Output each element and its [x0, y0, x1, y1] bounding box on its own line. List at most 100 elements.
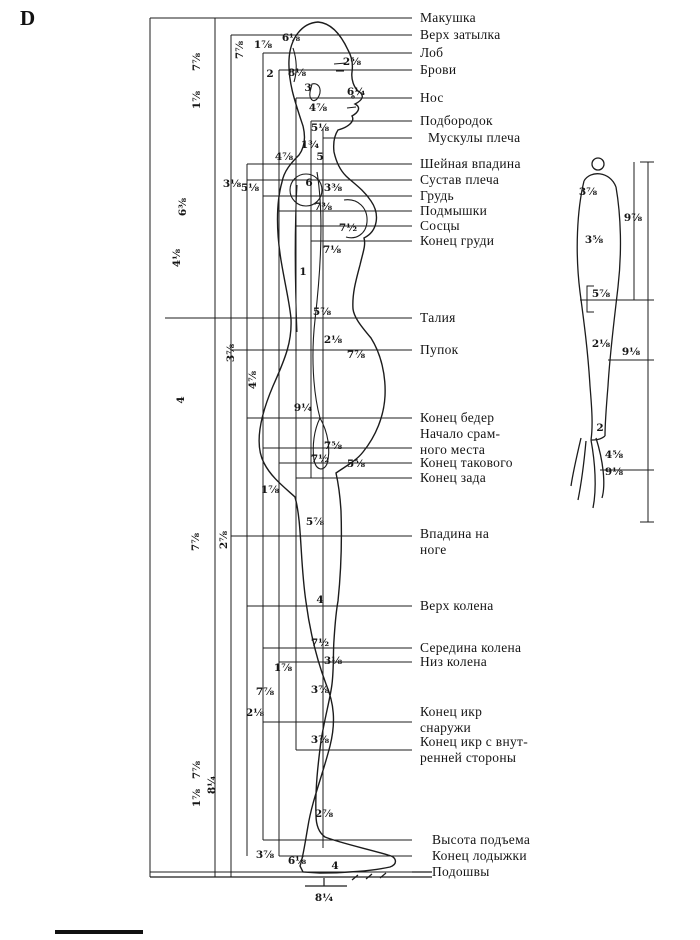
- measurement-value: 3⅞: [255, 849, 275, 861]
- measurement-value: 2⅞: [314, 808, 334, 820]
- landmark-label: Нос: [420, 90, 444, 105]
- measurement-value: 7½: [310, 637, 330, 649]
- measurement-value: 3⅛: [323, 655, 343, 667]
- measurement-value: 8⅛: [287, 67, 307, 79]
- measurement-value: 8¼: [314, 892, 334, 904]
- ground-lines: [150, 871, 432, 887]
- finger-stroke: [570, 437, 582, 487]
- measurement-value: 4⅛: [171, 248, 183, 268]
- measurement-value: 6⅛: [281, 32, 301, 44]
- landmark-lines: [150, 17, 412, 873]
- measurement-value: 5⅞: [305, 516, 325, 528]
- measurement-value: 7½: [338, 222, 358, 234]
- measurement-value: 7⅞: [191, 760, 203, 780]
- landmark-label: Подошвы: [432, 864, 490, 879]
- landmark-label: Середина колена: [420, 640, 522, 655]
- landmark-label: Конец икр снаружи: [420, 704, 483, 735]
- landmark-label: Подбородок: [420, 113, 493, 128]
- eyebrow-line: [333, 62, 347, 65]
- measurement-value: 3⅞: [310, 684, 330, 696]
- landmark-label: Сосцы: [420, 218, 460, 233]
- measurement-value: 7⅜: [313, 201, 333, 213]
- arm-outer-line: [312, 171, 322, 419]
- measurement-value: 7⅞: [346, 349, 366, 361]
- landmark-label: Конец икр с внут- ренней стороны: [420, 734, 529, 765]
- landmark-label: Начало срам- ного места: [420, 426, 501, 457]
- measurement-value: 6¼: [346, 86, 366, 98]
- measurement-value: 7½: [310, 453, 330, 465]
- landmark-label: Грудь: [420, 188, 454, 203]
- landmark-label: Шейная впадина: [420, 156, 521, 171]
- landmark-label: Конец лодыжки: [432, 848, 527, 863]
- landmark-label: Конец груди: [420, 233, 495, 248]
- measurement-value: 2⅛: [323, 334, 343, 346]
- measurement-value: 3⅛: [222, 178, 242, 190]
- measurement-value: 7⅞: [191, 52, 203, 72]
- shoulder-joint-circle: [289, 173, 323, 207]
- finger-stroke: [577, 440, 587, 501]
- measurement-value: 2⅛: [591, 338, 611, 350]
- elbow-bracket: [586, 285, 594, 313]
- measurement-value: 3⅝: [584, 234, 604, 246]
- measurement-value: 9⅛: [621, 346, 641, 358]
- left-rulers: [149, 18, 324, 877]
- measurement-value: 1¾: [300, 139, 320, 151]
- measurement-value: 5: [316, 151, 324, 163]
- landmark-label: Впадина на ноге: [420, 526, 490, 557]
- landmark-label: Пупок: [420, 342, 459, 357]
- nostril-dot: [351, 95, 355, 99]
- measurement-value: 3⅞: [225, 343, 237, 363]
- measurement-value: 1⅞: [191, 788, 203, 808]
- landmark-label: Верх затылка: [420, 27, 501, 42]
- measurement-value: 7⅞: [190, 532, 202, 552]
- measurement-value: 4⅞: [247, 370, 259, 390]
- mouth-line: [346, 106, 357, 109]
- landmark-label: Верх колена: [420, 598, 494, 613]
- measurement-value: 3⅞: [310, 734, 330, 746]
- breast-curve: [343, 199, 368, 239]
- arm-inner-line: [294, 184, 298, 333]
- finger-stroke: [590, 439, 596, 509]
- measurement-value: 5⅛: [240, 182, 260, 194]
- measurement-value: 4: [175, 396, 187, 404]
- page-edge-artifact: [55, 930, 143, 934]
- measurement-value: 1⅞: [191, 90, 203, 110]
- hair-stroke: [292, 47, 297, 83]
- measurement-value: 4⅞: [274, 151, 294, 163]
- measurement-value: 3⅜: [323, 182, 343, 194]
- measurement-value: 4: [316, 594, 324, 606]
- measurement-value: 1⅞: [260, 484, 280, 496]
- landmark-label: Низ колена: [420, 654, 488, 669]
- measurement-value: 4: [331, 860, 339, 872]
- landmark-label: Макушка: [420, 10, 476, 25]
- measurement-value: 1⅞: [253, 39, 273, 51]
- landmark-label: Брови: [420, 62, 457, 77]
- measurement-value: 2⅞: [218, 530, 230, 550]
- ear-icon: [309, 83, 321, 102]
- measurement-value: 1: [299, 266, 307, 278]
- measurement-value: 7⅛: [322, 244, 342, 256]
- measurement-value: 2: [266, 68, 274, 80]
- measurement-value: 7⅞: [234, 40, 246, 60]
- landmark-label: Конец зада: [420, 470, 487, 485]
- measurement-value: 1⅞: [273, 662, 293, 674]
- face-details: [292, 47, 357, 109]
- measurement-value: 2⅝: [342, 56, 362, 68]
- measurement-value: 3: [304, 82, 312, 94]
- landmark-label: Подмышки: [420, 203, 488, 218]
- arm-rulers: [580, 161, 654, 523]
- landmark-label: Талия: [420, 310, 456, 325]
- landmark-label: Высота подъема: [432, 832, 531, 847]
- measurement-value: 4⅞: [308, 102, 328, 114]
- measurement-value: 2: [596, 422, 604, 434]
- arm-study: [570, 157, 654, 523]
- measurement-value: 7⅞: [255, 686, 275, 698]
- measurement-value: 6⅜: [177, 197, 189, 217]
- measurement-value: 9⅞: [623, 212, 643, 224]
- measurement-value: 5⅞: [591, 288, 611, 300]
- landmark-label: Конец бедер: [420, 410, 495, 425]
- arm-shoulder-circle: [591, 157, 605, 171]
- landmark-label: Лоб: [420, 45, 444, 60]
